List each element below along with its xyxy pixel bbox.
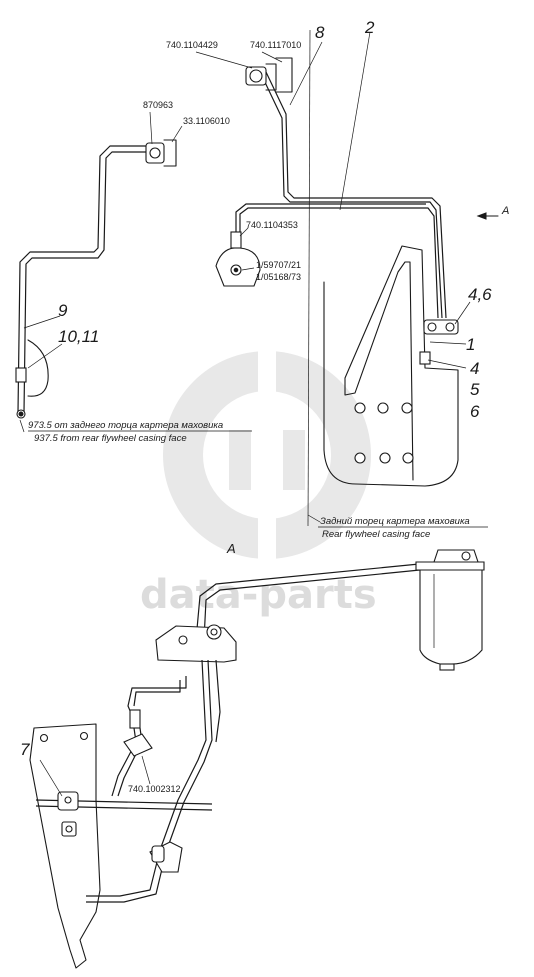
- banjo-fitting-870963: [145, 111, 183, 167]
- label-9: 9: [58, 301, 68, 320]
- engine-bracket-plate: [29, 723, 101, 969]
- position-labels: 8 2 9 10,11 4,6 1 4 5 6 7 A A: [20, 18, 509, 759]
- label-7: 7: [20, 740, 30, 759]
- part-740-1104429: 740.1104429: [166, 40, 218, 50]
- note-distance-en: 937.5 from rear flywheel casing face: [34, 433, 187, 444]
- fuel-filter-fitting: [215, 227, 261, 287]
- mounting-bracket-4-6: [419, 301, 471, 369]
- part-870963: 870963: [143, 100, 173, 110]
- view-a-title: A: [226, 541, 236, 556]
- watermark: data-parts: [140, 340, 377, 618]
- view-arrow-a-label: A: [501, 205, 509, 217]
- fuel-line-2: [235, 31, 447, 319]
- rear-face-reference-line: [307, 29, 311, 527]
- label-1: 1: [466, 335, 475, 354]
- watermark-text: data-parts: [140, 572, 377, 618]
- view-arrow-a: [476, 212, 499, 220]
- label-8: 8: [315, 23, 325, 42]
- lower-clamp: [149, 841, 183, 873]
- label-4: 4: [470, 359, 479, 378]
- label-5: 5: [470, 380, 480, 399]
- part-740-1117010: 740.1117010: [250, 40, 301, 50]
- part-33-1106010: 33.1106010: [183, 116, 230, 126]
- dimension-notes: 973.5 от заднего торца картера маховика …: [28, 420, 488, 540]
- fuel-line-9: [15, 145, 150, 433]
- fitting-740-1002312: [123, 709, 153, 785]
- flywheel-casing: [323, 245, 459, 487]
- label-6: 6: [470, 402, 480, 421]
- upper-bracket: [155, 624, 237, 663]
- view-a-assembly: [29, 549, 485, 969]
- note-distance-ru: 973.5 от заднего торца картера маховика: [28, 420, 223, 431]
- label-4-6: 4,6: [468, 285, 492, 304]
- fuel-filter-housing: [415, 549, 485, 671]
- note-face-ru: Задний торец картера маховика: [320, 516, 470, 527]
- part-740-1104353: 740.1104353: [246, 220, 298, 230]
- part-1-59707-21: 1/59707/21: [256, 260, 301, 270]
- banjo-fitting-top: [195, 51, 293, 93]
- label-10-11: 10,11: [58, 327, 99, 346]
- part-number-labels: 740.1104429 740.1117010 870963 33.110601…: [128, 40, 301, 794]
- label-2: 2: [364, 18, 375, 37]
- part-740-1002312: 740.1002312: [128, 784, 181, 794]
- part-1-05168-73: 1/05168/73: [256, 272, 301, 282]
- note-face-en: Rear flywheel casing face: [322, 529, 430, 540]
